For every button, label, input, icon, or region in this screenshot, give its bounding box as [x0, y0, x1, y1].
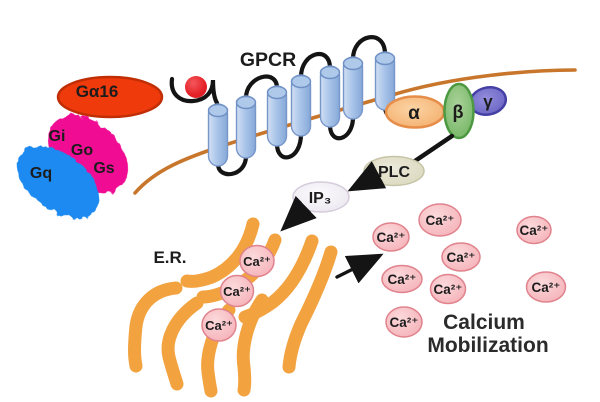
ca-ion: Ca²⁺ [201, 308, 237, 342]
calcium-caption-line2: Mobilization [427, 334, 548, 357]
gpcr-n-terminus [169, 76, 220, 106]
ca-ion-label: Ca²⁺ [243, 254, 271, 269]
ca-ion: Ca²⁺ [429, 273, 467, 305]
gpcr-label: GPCR [240, 49, 296, 71]
plc-label: PLC [378, 164, 410, 181]
gq-blob [16, 145, 100, 219]
ca-ion-label: Ca²⁺ [390, 315, 419, 330]
cytosolic-calcium-ions: Ca²⁺ Ca²⁺ Ca²⁺ Ca²⁺ Ca²⁺ Ca²⁺ Ca²⁺ Ca²⁺ [372, 203, 567, 338]
gamma-label: γ [483, 92, 493, 111]
gpcr-helix [290, 74, 312, 137]
ca-ion: Ca²⁺ [372, 222, 410, 252]
ca-ion-label: Ca²⁺ [434, 282, 463, 297]
ca-ion: Ca²⁺ [385, 306, 423, 338]
gpcr-helices [207, 51, 396, 167]
ca-ion: Ca²⁺ [418, 203, 462, 237]
er-stroke [128, 281, 183, 373]
ca-ion: Ca²⁺ [525, 271, 567, 303]
ca-ion-label: Ca²⁺ [223, 284, 251, 299]
gpcr-helix [342, 56, 364, 120]
gpcr-loop [215, 153, 249, 177]
ca-ion-label: Ca²⁺ [377, 230, 406, 245]
gpcr-loop [350, 35, 388, 62]
gi-label: Gi [49, 128, 66, 145]
ca-ion-label: Ca²⁺ [426, 213, 455, 228]
beta-subunit [443, 82, 475, 140]
er-stroke [236, 293, 269, 397]
beta-plc-connector [409, 133, 455, 166]
beta-label: β [453, 102, 464, 122]
ca-ion-label: Ca²⁺ [520, 223, 549, 238]
ca-ion: Ca²⁺ [239, 244, 275, 278]
gpcr-helix [235, 95, 257, 159]
er-stroke [161, 296, 204, 391]
gpcr-helix [207, 103, 229, 167]
alpha-label: α [408, 103, 420, 124]
er-stroke [282, 245, 338, 374]
ca-ion: Ca²⁺ [441, 242, 481, 272]
gpcr-helix [374, 51, 396, 111]
ca-ion-label: Ca²⁺ [447, 250, 476, 265]
gq-label: Gq [30, 165, 52, 182]
gpcr-loop [243, 74, 280, 101]
ip3-label: IP₃ [309, 190, 332, 207]
er-stroke [180, 217, 260, 288]
ca-ion-label: Ca²⁺ [532, 280, 561, 295]
ca-ion: Ca²⁺ [219, 274, 255, 308]
arrow-er-cytosol [335, 253, 384, 284]
arrow-plc-ip3 [347, 161, 387, 192]
ca-ion-label: Ca²⁺ [388, 272, 417, 287]
gpcr-helix [266, 85, 288, 147]
ga16-ellipse [56, 75, 164, 119]
gpcr-loop [298, 51, 333, 80]
gpcr-loops [169, 35, 400, 177]
gpcr-helix [319, 65, 341, 128]
calcium-caption-line1: Calcium [443, 311, 525, 334]
gpcr-loop [327, 114, 356, 141]
arrow-ip3-er [280, 195, 317, 232]
ca-ion: Ca²⁺ [516, 215, 552, 245]
ligand-icon [185, 76, 207, 98]
er-calcium-ions: Ca²⁺ Ca²⁺ Ca²⁺ [201, 244, 275, 342]
gpcr-loop [274, 131, 304, 160]
gs-label: Gs [93, 160, 114, 177]
ga16-label: Gα16 [76, 82, 119, 101]
ca-ion-label: Ca²⁺ [205, 318, 233, 333]
ca-ion: Ca²⁺ [381, 264, 423, 294]
go-label: Go [71, 142, 93, 159]
er-label: E.R. [153, 248, 186, 267]
